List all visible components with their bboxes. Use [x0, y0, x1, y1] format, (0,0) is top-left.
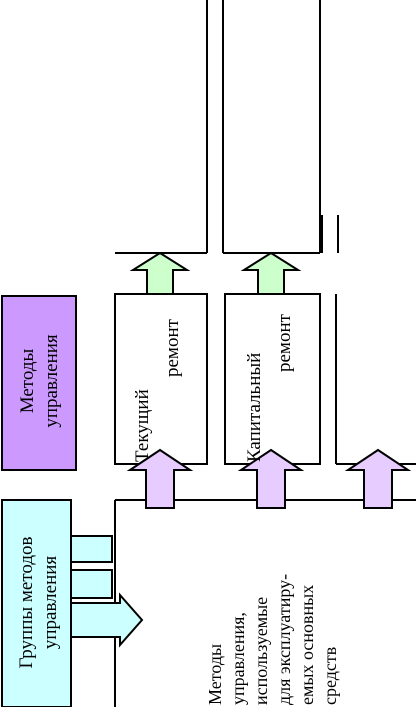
- arrow-up-purple: [237, 448, 305, 509]
- connector-cyan: [70, 535, 113, 563]
- arrow-up-purple: [126, 448, 194, 509]
- capital-repair-label: Капитальный ремонт: [244, 314, 295, 462]
- arrow-up-purple: [344, 448, 412, 509]
- arrow-up-green: [129, 251, 191, 295]
- methods-box: [1, 295, 77, 471]
- arrow-up-green: [240, 251, 302, 295]
- arrow-right-cyan: [70, 592, 144, 648]
- groups-label: Группы методов управления: [16, 536, 61, 669]
- used-methods-label: Методы управления, используемые для эксп…: [205, 573, 340, 705]
- groups-box: [1, 499, 72, 707]
- current-repair-label: Текущий ремонт: [132, 319, 183, 462]
- capital-repair-box: [224, 293, 321, 465]
- methods-label: Методы управления: [17, 334, 62, 428]
- connector-cyan: [70, 569, 113, 599]
